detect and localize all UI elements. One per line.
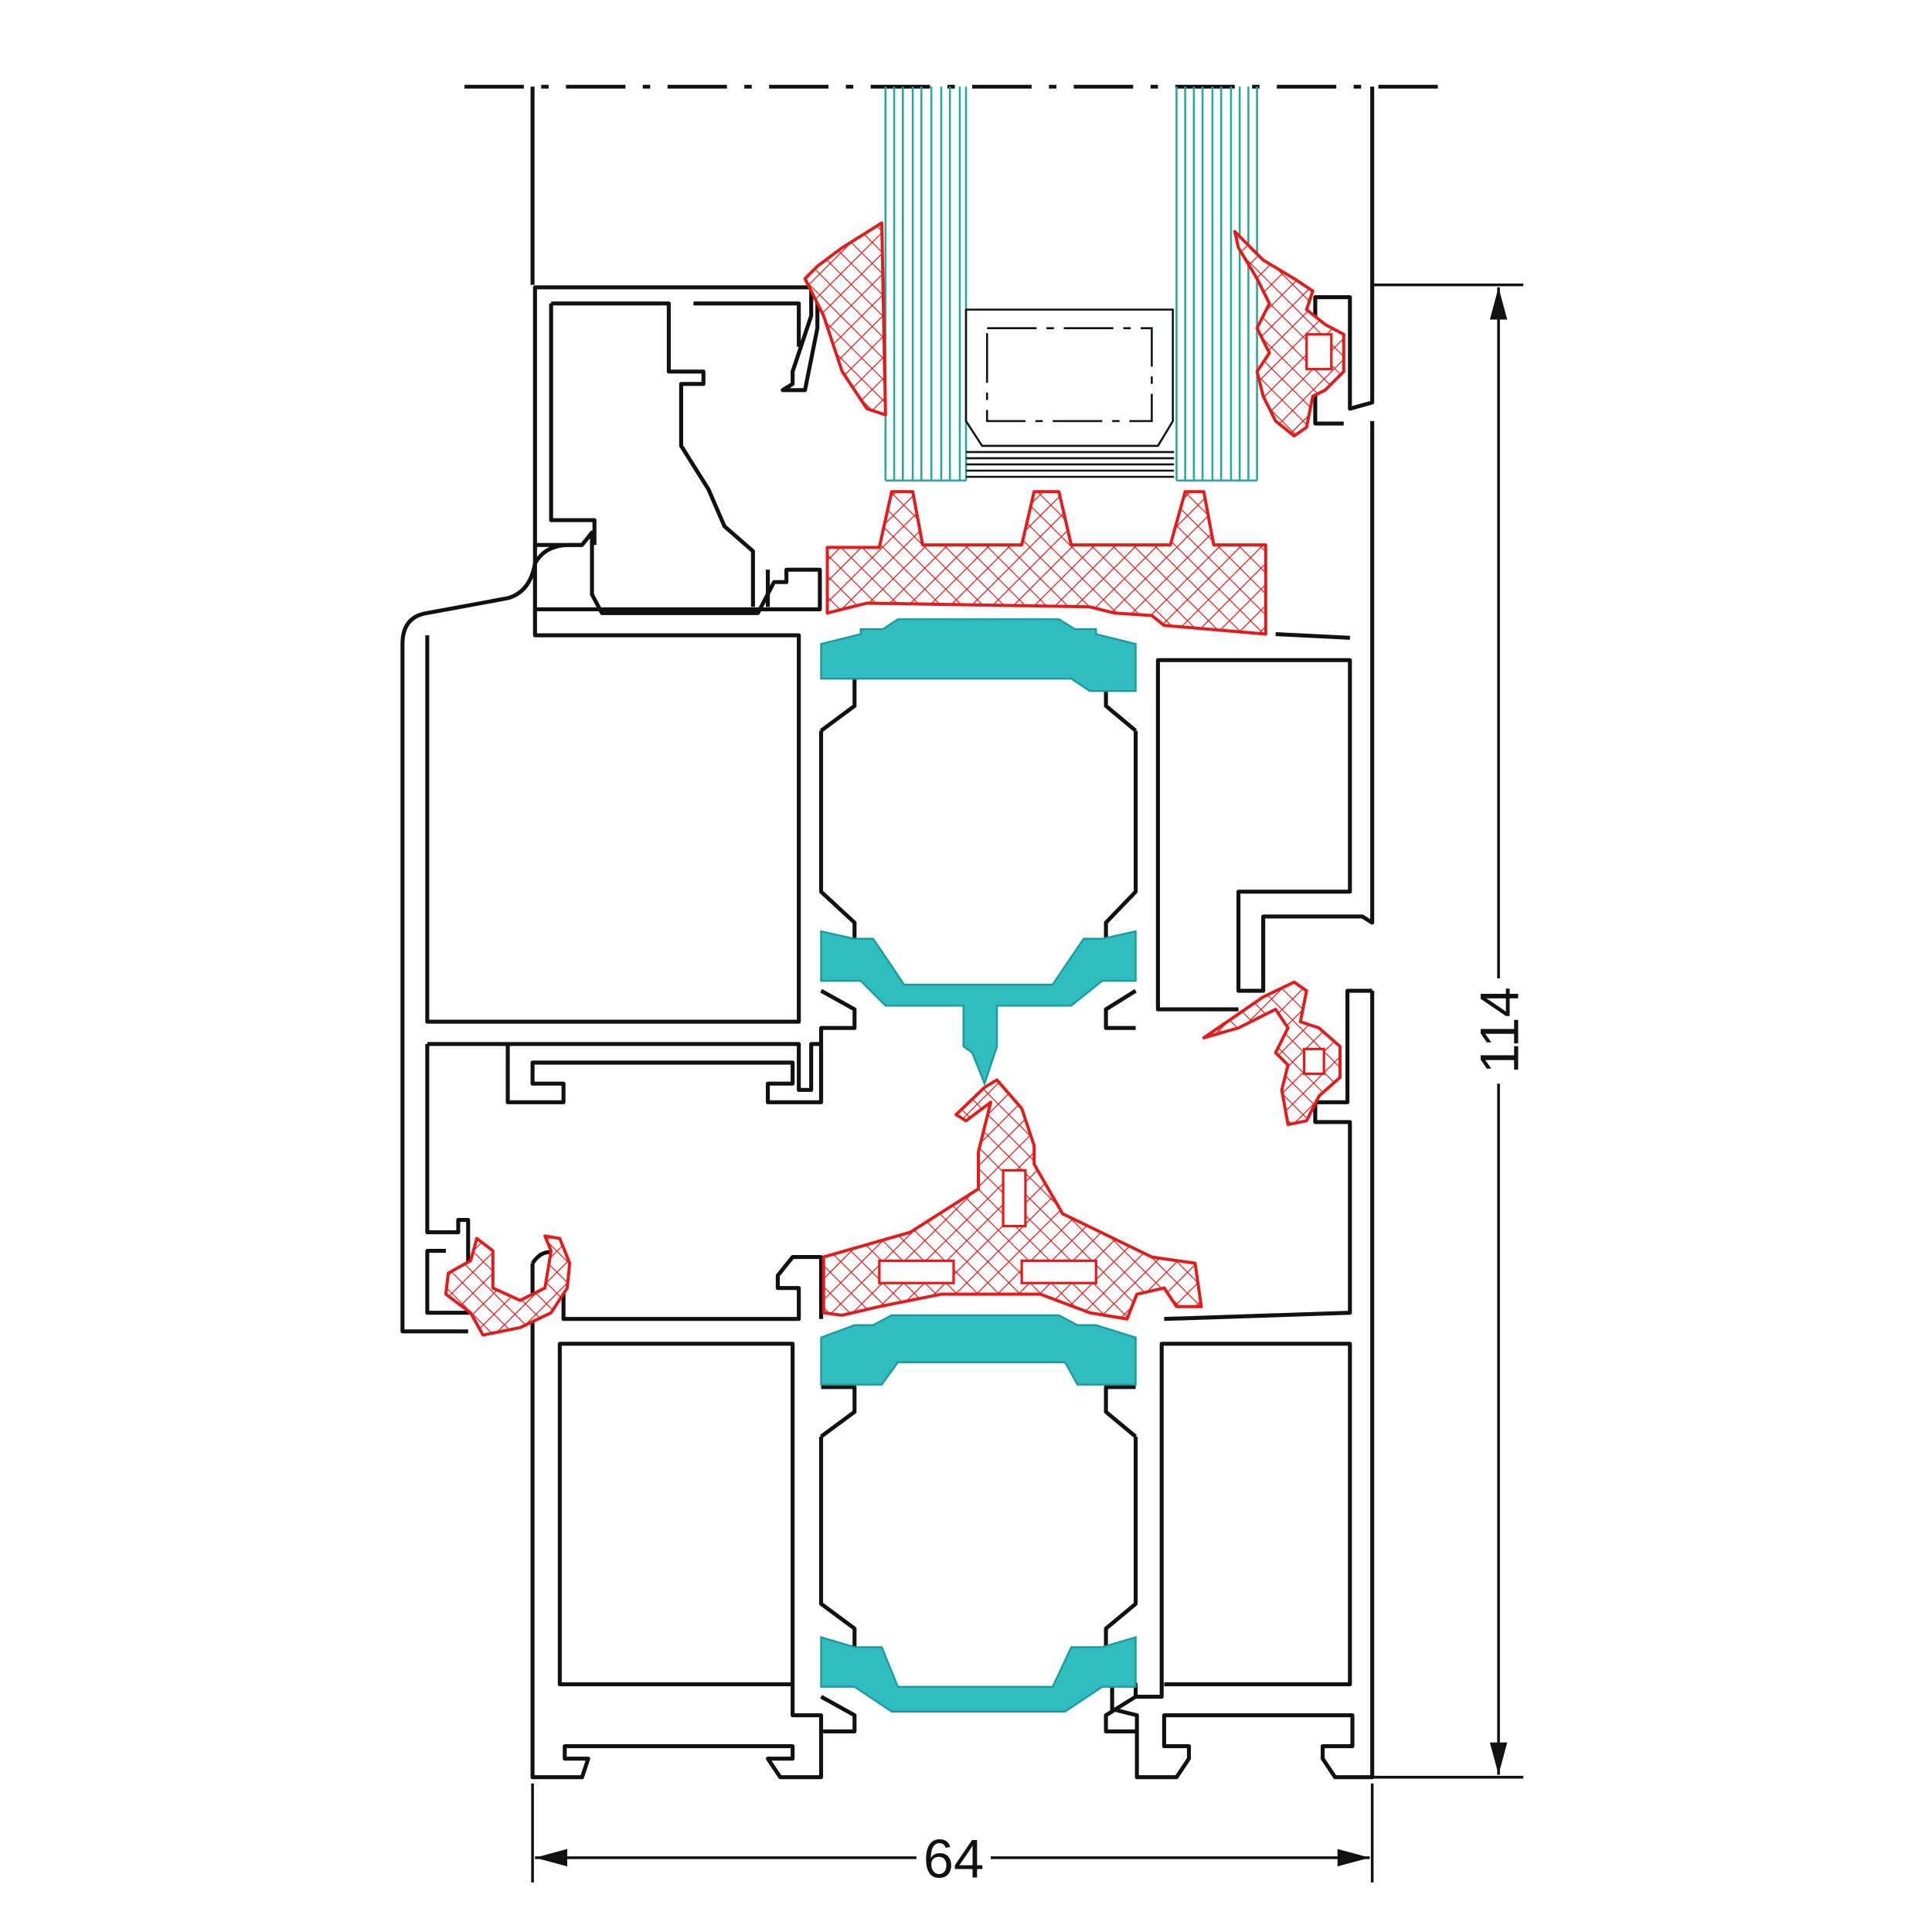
width-dimension: 64 <box>531 1783 1374 1889</box>
glass-pane-right <box>1175 87 1258 482</box>
glazing-gasket-outer <box>803 221 887 417</box>
height-dimension-label: 114 <box>1469 987 1530 1073</box>
glazing-bead <box>532 285 822 615</box>
gasket-slot <box>1302 1047 1325 1076</box>
central-chamber-lower <box>818 1385 1138 1733</box>
frame-gasket-middle <box>1202 980 1342 1127</box>
thermal-break-lower-2 <box>820 1635 1137 1713</box>
thermal-break-upper-2 <box>820 930 1137 1087</box>
sash-profile <box>400 543 824 1334</box>
height-dimension: 114 <box>1372 283 1530 1779</box>
width-dimension-label: 64 <box>923 1828 984 1889</box>
glass-spacer <box>964 308 1175 478</box>
gasket-slot <box>1020 1259 1097 1284</box>
gasket-slot <box>878 1259 955 1284</box>
glazing-bead-inner <box>549 301 801 607</box>
glass-pane-left <box>884 87 968 482</box>
gasket-slot <box>1002 1168 1027 1228</box>
thermal-break-upper-1 <box>820 618 1137 692</box>
thermal-break-lower-1 <box>820 1314 1137 1386</box>
sash-gasket-lower <box>444 1234 572 1337</box>
glazing-gasket-inner <box>1233 230 1345 438</box>
frame-profile <box>1110 284 1375 1780</box>
glass-setting-block-gasket <box>825 490 1267 636</box>
frame-lower-left <box>530 1250 824 1780</box>
gasket-slot <box>1305 333 1333 371</box>
